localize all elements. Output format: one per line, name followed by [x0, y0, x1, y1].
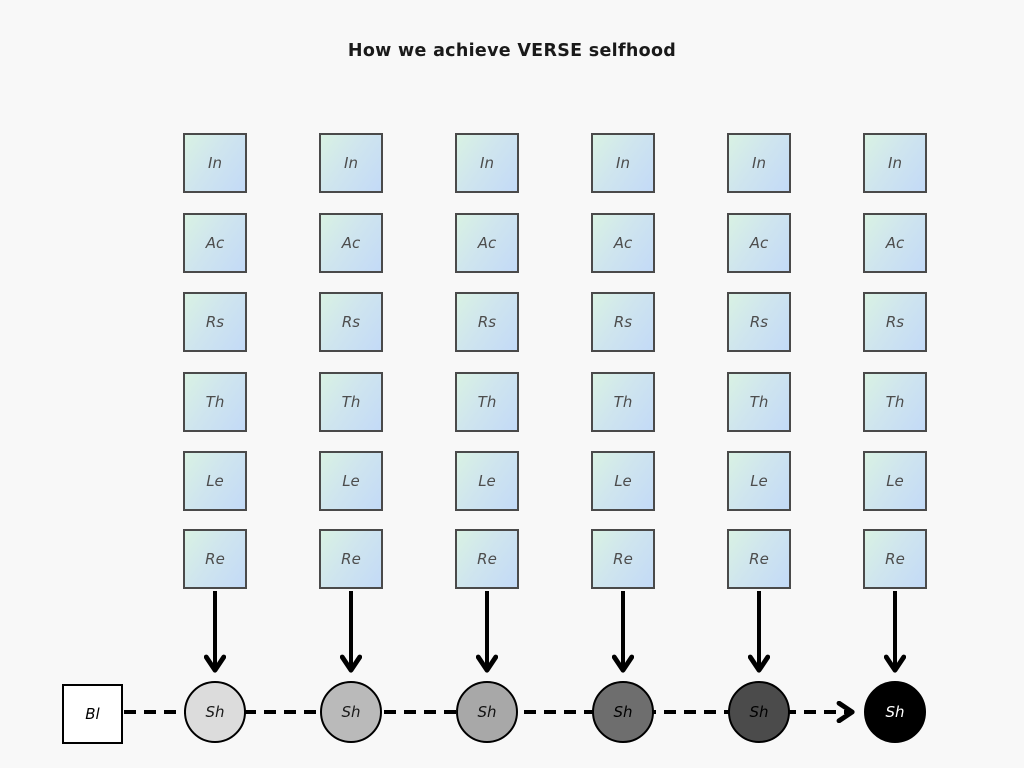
stage-box-rs-col2: Rs: [319, 292, 383, 352]
stage-box-le-col4: Le: [591, 451, 655, 511]
start-node: Bl: [62, 684, 123, 744]
stage-box-in-col1: In: [183, 133, 247, 193]
stage-box-le-col1: Le: [183, 451, 247, 511]
stage-box-rs-col4: Rs: [591, 292, 655, 352]
selfhood-node-2: Sh: [320, 681, 382, 743]
stage-box-rs-col6: Rs: [863, 292, 927, 352]
stage-box-in-col2: In: [319, 133, 383, 193]
stage-box-in-col4: In: [591, 133, 655, 193]
stage-box-re-col1: Re: [183, 529, 247, 589]
selfhood-node-4: Sh: [592, 681, 654, 743]
stage-box-rs-col3: Rs: [455, 292, 519, 352]
stage-box-rs-col1: Rs: [183, 292, 247, 352]
stage-box-th-col2: Th: [319, 372, 383, 432]
selfhood-node-1: Sh: [184, 681, 246, 743]
stage-box-in-col6: In: [863, 133, 927, 193]
stage-box-le-col3: Le: [455, 451, 519, 511]
stage-box-in-col5: In: [727, 133, 791, 193]
stage-box-le-col6: Le: [863, 451, 927, 511]
stage-box-th-col5: Th: [727, 372, 791, 432]
stage-box-ac-col1: Ac: [183, 213, 247, 273]
stage-box-ac-col4: Ac: [591, 213, 655, 273]
stage-box-re-col3: Re: [455, 529, 519, 589]
stage-box-rs-col5: Rs: [727, 292, 791, 352]
stage-box-ac-col5: Ac: [727, 213, 791, 273]
stage-box-th-col3: Th: [455, 372, 519, 432]
stage-box-re-col2: Re: [319, 529, 383, 589]
stage-box-th-col6: Th: [863, 372, 927, 432]
selfhood-node-3: Sh: [456, 681, 518, 743]
stage-box-ac-col2: Ac: [319, 213, 383, 273]
stage-box-re-col5: Re: [727, 529, 791, 589]
stage-box-le-col5: Le: [727, 451, 791, 511]
stage-box-th-col1: Th: [183, 372, 247, 432]
selfhood-node-6: Sh: [864, 681, 926, 743]
stage-box-ac-col3: Ac: [455, 213, 519, 273]
stage-box-ac-col6: Ac: [863, 213, 927, 273]
stage-box-le-col2: Le: [319, 451, 383, 511]
selfhood-node-5: Sh: [728, 681, 790, 743]
stage-box-th-col4: Th: [591, 372, 655, 432]
stage-box-re-col4: Re: [591, 529, 655, 589]
stage-box-re-col6: Re: [863, 529, 927, 589]
diagram-title: How we achieve VERSE selfhood: [347, 41, 677, 61]
stage-box-in-col3: In: [455, 133, 519, 193]
